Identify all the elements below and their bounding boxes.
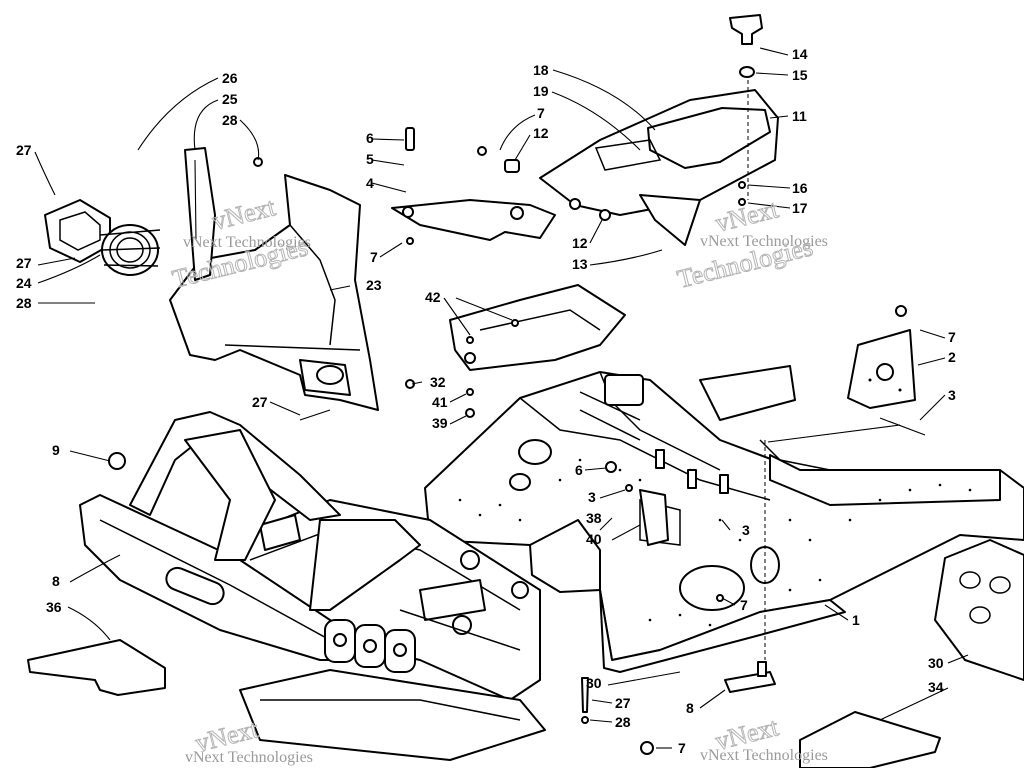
callout-2: 2 xyxy=(948,349,956,365)
callout-30b: 30 xyxy=(928,655,944,671)
callout-10: 9 xyxy=(52,442,60,458)
callout-12a: 12 xyxy=(533,125,549,141)
steering-bracket xyxy=(391,127,556,241)
bumper xyxy=(79,411,421,661)
hood-strap xyxy=(184,147,216,281)
air-intake xyxy=(44,199,161,276)
callout-25: 27 xyxy=(16,142,32,158)
callout-42: 42 xyxy=(425,289,441,305)
callout-5: 5 xyxy=(366,151,374,167)
spindle-plates xyxy=(324,619,416,673)
callout-18: 18 xyxy=(533,62,549,78)
callout-28: 28 xyxy=(222,112,238,128)
callout-24: 27 xyxy=(16,255,32,271)
callout-26: 28 xyxy=(16,295,32,311)
callout-27a: 27 xyxy=(252,394,268,410)
callout-23: 26 xyxy=(222,70,238,86)
leader-lines xyxy=(34,47,969,749)
callout-34: 34 xyxy=(928,679,944,695)
watermark-text: vNext Technologies xyxy=(700,233,828,250)
handlebar-support xyxy=(477,89,779,246)
handlebar-knob xyxy=(729,14,763,200)
callout-12b: 12 xyxy=(572,235,588,251)
hardware xyxy=(108,157,926,755)
callout-21: 24 xyxy=(16,275,32,291)
callout-4: 4 xyxy=(366,175,374,191)
callout-3c: 3 xyxy=(742,522,750,538)
callout-32: 32 xyxy=(430,374,446,390)
callout-40: 40 xyxy=(586,531,602,547)
nose-cone xyxy=(169,174,379,411)
callout-3b: 3 xyxy=(588,489,596,505)
callout-9: 8 xyxy=(52,573,60,589)
callout-7a: 7 xyxy=(370,249,378,265)
callout-1: 1 xyxy=(852,612,860,628)
callout-13: 13 xyxy=(572,256,588,272)
callout-39: 39 xyxy=(432,415,448,431)
callout-19: 19 xyxy=(533,83,549,99)
callout-7d: 7 xyxy=(740,597,748,613)
callout-7b: 7 xyxy=(537,105,545,121)
engine-mount-bracket xyxy=(767,329,916,443)
callout-7e: 7 xyxy=(678,740,686,756)
callout-labels: 26 25 28 27 27 24 28 23 32 27 6 5 4 7 7 … xyxy=(16,46,956,756)
callout-28b: 28 xyxy=(615,714,631,730)
watermark-text: vNext Technologies xyxy=(183,234,311,251)
watermark-brand: vNext xyxy=(209,192,278,236)
steering-shield xyxy=(449,284,626,371)
callout-38: 38 xyxy=(586,510,602,526)
skid-plate xyxy=(799,711,941,768)
callout-15: 15 xyxy=(792,67,808,83)
callout-41: 41 xyxy=(432,394,448,410)
front-frame xyxy=(229,499,546,761)
callout-8: 8 xyxy=(686,700,694,716)
callout-22: 25 xyxy=(222,91,238,107)
watermark-text: vNext Technologies xyxy=(185,749,313,766)
callout-3a: 3 xyxy=(948,387,956,403)
callout-17: 17 xyxy=(792,200,808,216)
callout-36: 36 xyxy=(46,599,62,615)
steering-stop-bracket xyxy=(639,489,669,546)
callout-6b: 6 xyxy=(575,462,583,478)
callout-6a: 6 xyxy=(366,130,374,146)
flap xyxy=(27,639,166,696)
callout-30a: 30 xyxy=(586,675,602,691)
side-shield xyxy=(934,539,1024,681)
watermark-brand: vNext xyxy=(712,194,781,238)
callout-14: 14 xyxy=(792,46,808,62)
callout-20: 23 xyxy=(366,277,382,293)
callout-7c: 7 xyxy=(948,329,956,345)
callout-27b: 27 xyxy=(615,695,631,711)
rear-bracket xyxy=(724,440,776,693)
watermark-text: vNext Technologies xyxy=(700,747,828,764)
callout-11: 11 xyxy=(792,108,807,124)
callout-16: 16 xyxy=(792,180,808,196)
